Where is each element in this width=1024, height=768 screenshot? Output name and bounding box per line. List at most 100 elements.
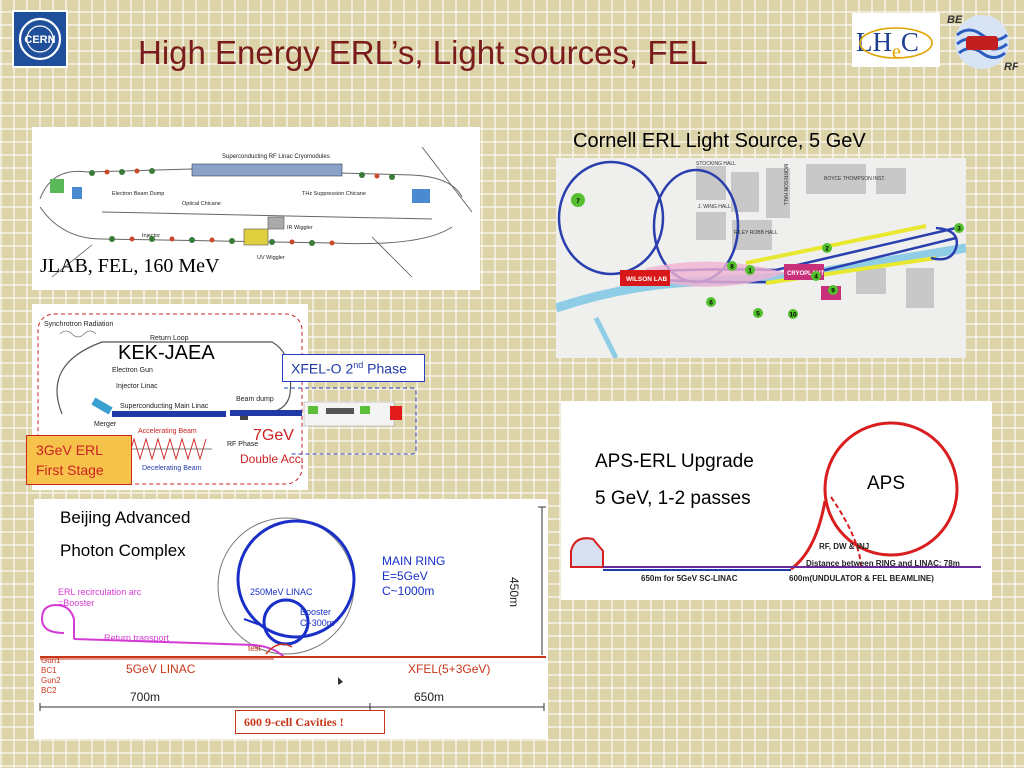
- beijing-caption-1: Beijing Advanced: [60, 508, 191, 527]
- cornell-marker-6: 6: [709, 300, 713, 307]
- kek-synchrotron-label: Synchrotron Radiation: [44, 321, 113, 328]
- kek-injector-linac-label: Injector Linac: [116, 383, 158, 390]
- kek-stage-line2: First Stage: [36, 462, 104, 478]
- cornell-marker-8: 8: [730, 264, 734, 271]
- cornell-marker-7: 7: [576, 198, 580, 205]
- jlab-diagram: Superconducting RF Linac Cryomodules Opt…: [39, 146, 473, 278]
- kek-double-acc-label: Double Acc.: [240, 452, 305, 466]
- kek-first-stage-box: 3GeV ERL First Stage: [26, 435, 132, 485]
- be-label: BE: [947, 14, 963, 26]
- cornell-map-graphic: WILSON LAB CRYOPLANT STOCKING HALL MORRI…: [554, 158, 967, 360]
- beijing-main-ring-3: C~1000m: [382, 584, 434, 598]
- lhec-logo-lh: LH: [856, 27, 892, 57]
- cornell-wilson-lab: WILSON LAB: [626, 276, 667, 283]
- beijing-main-ring-2: E=5GeV: [382, 569, 428, 583]
- xfel-o-box: XFEL-O 2nd Phase: [282, 354, 425, 382]
- beijing-gun2: Gun2: [41, 676, 61, 685]
- jlab-top-label: Superconducting RF Linac Cryomodules: [222, 154, 330, 160]
- cornell-morrison-hall: MORRISON HALL: [782, 164, 788, 206]
- kek-stage-line1: 3GeV ERL: [36, 442, 103, 458]
- cornell-wing-hall: J. WING HALL: [698, 204, 731, 210]
- beijing-cavities-box: 600 9-cell Cavities !: [235, 710, 385, 734]
- cornell-riley-robb: RILEY ROBB HALL: [734, 230, 778, 236]
- jlab-sub-label-4: IR Wiggler: [287, 225, 313, 231]
- aps-panel: RF, DW & INJ Distance between RING and L…: [561, 401, 992, 600]
- lhec-logo-c: C: [900, 27, 919, 57]
- lhec-logo-e: e: [892, 41, 901, 63]
- slide-title: High Energy ERL’s, Light sources, FEL: [138, 34, 708, 71]
- beijing-dim-700: 700m: [130, 690, 160, 704]
- cornell-marker-2: 2: [825, 246, 829, 253]
- kek-decel-beam-label: Decelerating Beam: [142, 465, 202, 472]
- beijing-bc1: BC1: [41, 666, 57, 675]
- aps-linac-label: 650m for 5GeV SC-LINAC: [641, 574, 738, 583]
- beijing-booster-label: Booster: [300, 607, 331, 617]
- cornell-cryoplant: CRYOPLANT: [787, 271, 824, 277]
- cornell-marker-3: 3: [957, 226, 961, 233]
- cornell-marker-4: 4: [814, 274, 818, 281]
- beijing-caption-2: Photon Complex: [60, 541, 186, 560]
- cern-logo: CERN: [12, 10, 68, 68]
- aps-diagram: RF, DW & INJ Distance between RING and L…: [570, 421, 981, 583]
- beijing-linac-250-label: 250MeV LINAC: [250, 587, 313, 597]
- lhec-orbit-icon: [859, 27, 933, 59]
- jlab-panel: Superconducting RF Linac Cryomodules Opt…: [32, 127, 480, 290]
- cornell-boyce: BOYCE THOMPSON INST.: [824, 176, 885, 182]
- cornell-map: WILSON LAB CRYOPLANT STOCKING HALL MORRI…: [554, 158, 967, 360]
- xfel-o-overlay: [230, 387, 417, 455]
- cornell-stocking-hall: STOCKING HALL: [696, 161, 736, 167]
- be-rf-graphic: BE RF: [947, 14, 1019, 73]
- aps-title-line1: APS-ERL Upgrade: [595, 451, 754, 472]
- cern-logo-graphic: CERN: [18, 17, 62, 61]
- kek-caption: KEK-JAEA: [118, 342, 215, 364]
- kek-merger-label: Merger: [94, 421, 117, 428]
- cornell-marker-1: 1: [748, 268, 752, 275]
- kek-return-loop-label: Return Loop: [150, 335, 189, 342]
- xfel-o-sup: nd: [353, 360, 364, 370]
- jlab-sub-label-6: Electron Beam Dump: [112, 191, 164, 197]
- beijing-diagram: ERL recirculation arc =Booster Return tr…: [39, 506, 546, 711]
- kek-7gev-label: 7GeV: [253, 427, 294, 444]
- aps-distance-label: Distance between RING and LINAC: 78m: [806, 559, 960, 568]
- cornell-marker-9: 9: [831, 288, 835, 295]
- beijing-booster-c-label: C~300m: [300, 618, 334, 628]
- beijing-erl-arc-1: ERL recirculation arc: [58, 587, 142, 597]
- beijing-gun1: Gun1: [41, 656, 61, 665]
- jlab-caption: JLAB, FEL, 160 MeV: [40, 255, 220, 277]
- kek-panel: Synchrotron Radiation Return Loop Electr…: [32, 304, 308, 490]
- beijing-dim-450: 450m: [507, 577, 521, 607]
- jlab-sub-label-1: Optical Chicane: [182, 201, 221, 207]
- beijing-panel: ERL recirculation arc =Booster Return tr…: [34, 499, 548, 739]
- beijing-bc2: BC2: [41, 686, 57, 695]
- rf-label: RF: [1004, 61, 1018, 72]
- cornell-caption: Cornell ERL Light Source, 5 GeV: [573, 130, 866, 152]
- kek-diagram: Synchrotron Radiation Return Loop Electr…: [37, 313, 303, 485]
- lhec-logo: LHeC: [852, 13, 940, 67]
- beijing-erl-arc-2: =Booster: [58, 598, 94, 608]
- aps-beamline-label: 600m(UNDULATOR & FEL BEAMLINE): [789, 574, 934, 583]
- cern-logo-text: CERN: [24, 34, 55, 46]
- jlab-sub-label-2: THz Suppression Chicane: [302, 191, 366, 197]
- beijing-test-label: test: [248, 644, 262, 653]
- jlab-sub-label-3: UV Wiggler: [257, 255, 285, 261]
- beijing-cavities-label: 600 9-cell Cavities !: [244, 715, 344, 729]
- beijing-xfel-label: XFEL(5+3GeV): [408, 662, 490, 676]
- beijing-return-label: Return transport: [104, 633, 170, 643]
- beijing-linac-5gev-label: 5GeV LINAC: [126, 662, 196, 676]
- kek-beam-dump-label: Beam dump: [236, 396, 274, 403]
- xfel-o-label: XFEL-O 2: [291, 360, 354, 377]
- jlab-sub-label-5: Injector: [142, 233, 160, 239]
- xfel-o-tail: Phase: [363, 360, 407, 377]
- beijing-dim-650: 650m: [414, 690, 444, 704]
- be-rf-logo: BE RF: [944, 10, 1019, 73]
- beijing-main-ring-1: MAIN RING: [382, 554, 445, 568]
- kek-accel-beam-label: Accelerating Beam: [138, 428, 197, 435]
- kek-electron-gun-label: Electron Gun: [112, 367, 153, 374]
- cornell-marker-10: 10: [789, 312, 797, 319]
- cornell-marker-5: 5: [756, 311, 760, 318]
- kek-main-linac-label: Superconducting Main Linac: [120, 403, 209, 410]
- kek-rf-phase-label: RF Phase: [227, 441, 258, 448]
- aps-rf-label: RF, DW & INJ: [819, 542, 869, 551]
- aps-ring-label: APS: [867, 473, 906, 494]
- aps-title-line2: 5 GeV, 1-2 passes: [595, 488, 751, 509]
